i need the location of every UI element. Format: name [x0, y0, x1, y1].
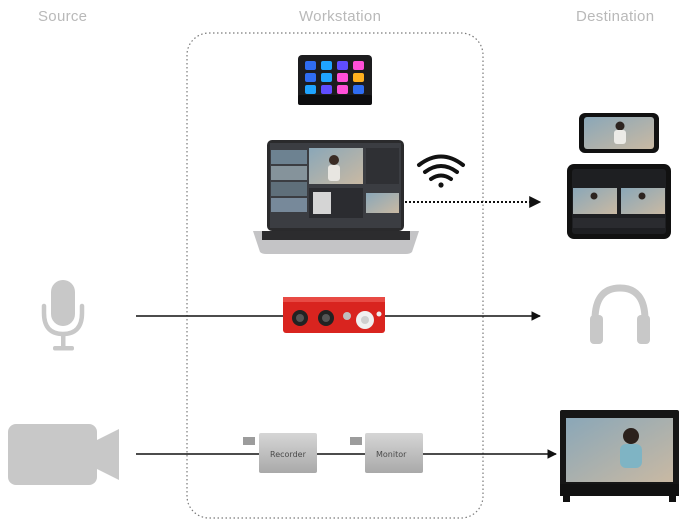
microphone-icon	[41, 280, 85, 351]
recorder-label: Recorder	[270, 450, 307, 459]
headphones-icon	[590, 284, 650, 344]
stream-deck-key	[321, 61, 332, 70]
header-workstation: Workstation	[299, 8, 382, 25]
stream-deck-key	[353, 73, 364, 82]
monitor-label: Monitor	[376, 450, 407, 459]
phone-destination	[579, 113, 659, 153]
video-camera-icon	[8, 424, 119, 485]
wifi-icon	[417, 154, 465, 188]
header-source: Source	[38, 8, 88, 25]
stream-deck-key	[305, 85, 316, 94]
stream-deck-key	[337, 85, 348, 94]
laptop-workstation	[253, 140, 419, 254]
stream-deck-key	[353, 61, 364, 70]
stream-deck-key	[305, 73, 316, 82]
tablet-destination	[567, 164, 671, 239]
broadcast-monitor	[560, 410, 679, 502]
stream-deck-key	[337, 61, 348, 70]
stream-deck-key	[321, 73, 332, 82]
stream-deck-key	[353, 85, 364, 94]
workstation-frame	[186, 32, 484, 519]
header-destination: Destination	[576, 8, 655, 25]
stream-deck-key	[321, 85, 332, 94]
stream-deck-key	[337, 73, 348, 82]
stream-deck-key	[305, 61, 316, 70]
audio-interface	[283, 297, 385, 333]
stream-deck-controller	[298, 55, 372, 105]
recorder-device: Recorder	[243, 433, 317, 473]
monitor-device: Monitor	[350, 433, 423, 473]
